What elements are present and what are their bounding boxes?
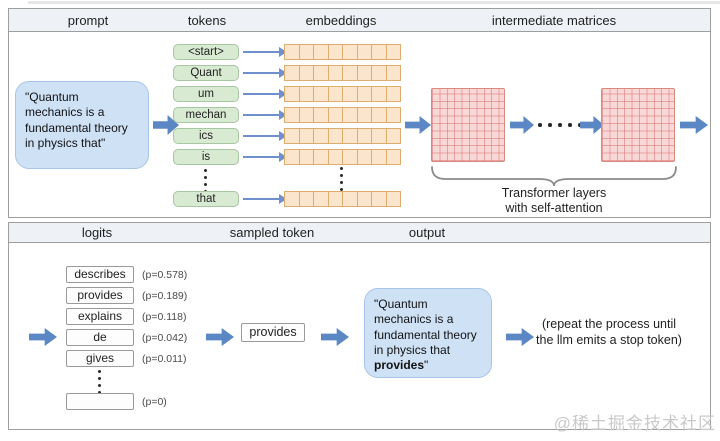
logit-probability: (p=0.118) <box>142 311 187 323</box>
bottom-panel-header: logits sampled token output <box>9 223 710 243</box>
repeat-note-line2: the llm emits a stop token) <box>536 333 682 347</box>
logit-probability: (p=0.042) <box>142 332 188 344</box>
token-to-embedding-arrow-icon <box>243 109 287 121</box>
header-output: output <box>408 225 446 240</box>
token-to-embedding-arrow-icon <box>243 130 287 142</box>
token-box: um <box>173 86 239 102</box>
logit-box: explains <box>66 308 134 325</box>
intermediate-matrix <box>431 88 505 162</box>
output-text: "Quantum mechanics is a fundamental theo… <box>374 297 477 358</box>
logit-probability: (p=0.189) <box>142 290 188 302</box>
logit-box: de <box>66 329 134 346</box>
watermark: @稀土掘金技术社区 <box>553 414 716 433</box>
embedding-row <box>284 128 401 144</box>
arrow-logits-to-sampled-icon <box>206 328 234 346</box>
embeddings-ellipsis-icon <box>340 167 343 191</box>
output-closing-quote: " <box>424 358 429 373</box>
arrow-into-logits-icon <box>29 328 57 346</box>
embedding-row <box>284 149 401 165</box>
prompt-box: "Quantum mechanics is a fundamental theo… <box>15 81 149 169</box>
top-edge-artifact <box>28 1 720 4</box>
logit-probability: (p=0.011) <box>142 353 187 365</box>
logit-box: provides <box>66 287 134 304</box>
logit-probability: (p=0) <box>142 396 167 408</box>
token-box: mechan <box>173 107 239 123</box>
header-intermediate-matrices: intermediate matrices <box>491 13 617 28</box>
token-box: ics <box>173 128 239 144</box>
transformer-note-line2: with self-attention <box>505 201 603 215</box>
sampled-token-box: provides <box>241 323 305 342</box>
logits-ellipsis-icon <box>98 370 101 394</box>
token-to-embedding-arrow-icon <box>243 151 287 163</box>
header-prompt: prompt <box>67 13 109 28</box>
output-box: "Quantum mechanics is a fundamental theo… <box>364 288 492 378</box>
top-panel-header: prompt tokens embeddings intermediate ma… <box>9 9 710 32</box>
token-to-embedding-arrow-icon <box>243 46 287 58</box>
tokens-ellipsis-icon <box>204 169 207 193</box>
prompt-text: "Quantum mechanics is a fundamental theo… <box>25 90 128 151</box>
arrow-between-layers-icon <box>510 116 534 134</box>
header-embeddings: embeddings <box>305 13 377 28</box>
repeat-note-line1: (repeat the process until <box>541 317 677 331</box>
header-sampled-token: sampled token <box>229 225 315 240</box>
bottom-panel: logits sampled token output describes (p… <box>8 222 711 430</box>
header-tokens: tokens <box>187 13 227 28</box>
token-to-embedding-arrow-icon <box>243 193 287 205</box>
logit-box: describes <box>66 266 134 283</box>
output-bold-token: provides <box>374 358 425 373</box>
transformer-note: Transformer layers with self-attention <box>454 186 654 216</box>
token-box: <start> <box>173 44 239 60</box>
logit-box: gives <box>66 350 134 367</box>
token-box: that <box>173 191 239 207</box>
brace-icon <box>431 166 677 187</box>
transformer-note-line1: Transformer layers <box>501 186 607 200</box>
token-to-embedding-arrow-icon <box>243 88 287 100</box>
intermediate-matrix <box>601 88 675 162</box>
logit-probability: (p=0.578) <box>142 269 188 281</box>
arrow-matrix-output-icon <box>680 116 708 134</box>
token-box: is <box>173 149 239 165</box>
embedding-row <box>284 191 401 207</box>
top-panel: prompt tokens embeddings intermediate ma… <box>8 8 711 218</box>
arrow-embeddings-to-matrix-icon <box>405 116 431 134</box>
logit-box-empty <box>66 393 134 410</box>
embedding-row <box>284 86 401 102</box>
embedding-row <box>284 44 401 60</box>
header-logits: logits <box>81 225 113 240</box>
repeat-note: (repeat the process until the llm emits … <box>504 316 714 348</box>
token-box: Quant <box>173 65 239 81</box>
embedding-row <box>284 65 401 81</box>
layers-ellipsis-icon <box>538 123 582 127</box>
token-to-embedding-arrow-icon <box>243 67 287 79</box>
embedding-row <box>284 107 401 123</box>
arrow-sampled-to-output-icon <box>321 328 349 346</box>
